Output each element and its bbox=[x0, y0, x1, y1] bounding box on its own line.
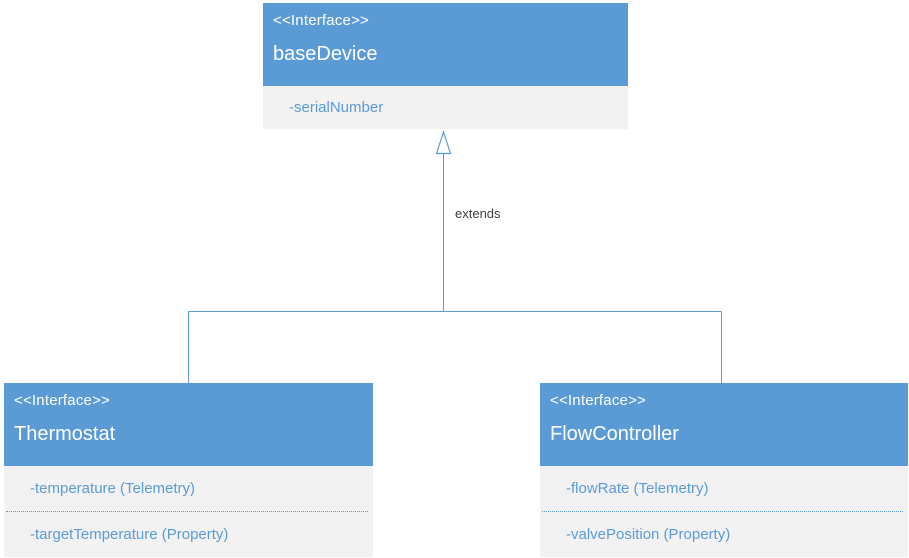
node-flowcontroller: <<Interface>> FlowController -flowRate (… bbox=[540, 383, 908, 557]
node-thermostat-header: <<Interface>> Thermostat bbox=[4, 383, 373, 466]
node-basedevice-stereotype: <<Interface>> bbox=[273, 12, 370, 29]
attribute-serialnumber: -serialNumber bbox=[289, 99, 384, 116]
node-flowcontroller-header: <<Interface>> FlowController bbox=[540, 383, 908, 466]
node-flowcontroller-name: FlowController bbox=[550, 423, 679, 445]
inheritance-arrowhead-icon bbox=[435, 130, 452, 155]
attribute-temperature: -temperature (Telemetry) bbox=[30, 480, 196, 497]
node-basedevice-header: <<Interface>> baseDevice bbox=[263, 3, 628, 86]
node-thermostat-name: Thermostat bbox=[14, 423, 116, 445]
attribute-flowrate: -flowRate (Telemetry) bbox=[566, 480, 709, 497]
attribute-divider bbox=[542, 511, 903, 512]
edge-label-extends: extends bbox=[455, 206, 501, 221]
attribute-targettemperature: -targetTemperature (Property) bbox=[30, 526, 229, 543]
node-thermostat: <<Interface>> Thermostat -temperature (T… bbox=[4, 383, 373, 557]
node-basedevice-name: baseDevice bbox=[273, 43, 378, 65]
attribute-divider bbox=[6, 511, 368, 512]
connector-lines bbox=[188, 153, 722, 383]
node-basedevice: <<Interface>> baseDevice -serialNumber bbox=[263, 3, 628, 129]
node-flowcontroller-stereotype: <<Interface>> bbox=[550, 392, 647, 409]
node-thermostat-stereotype: <<Interface>> bbox=[14, 392, 111, 409]
node-thermostat-body: -temperature (Telemetry) -targetTemperat… bbox=[4, 466, 373, 557]
node-basedevice-body: -serialNumber bbox=[263, 86, 628, 129]
node-flowcontroller-body: -flowRate (Telemetry) -valvePosition (Pr… bbox=[540, 466, 908, 557]
attribute-valveposition: -valvePosition (Property) bbox=[566, 526, 731, 543]
